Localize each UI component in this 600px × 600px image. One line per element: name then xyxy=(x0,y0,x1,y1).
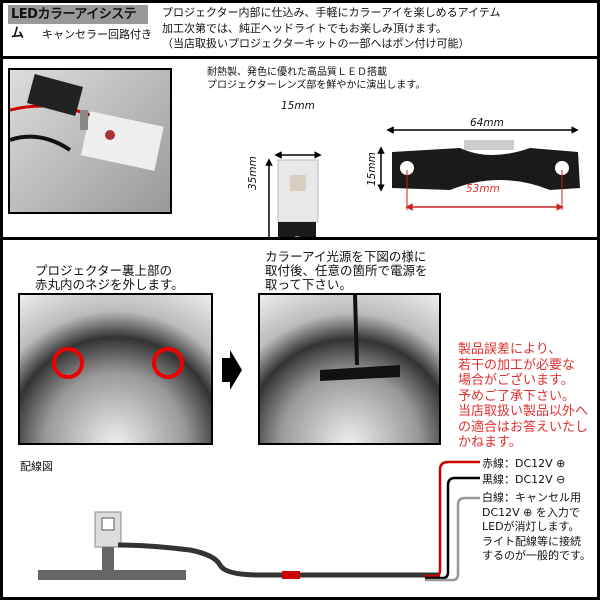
product-description: プロジェクター内部に仕込み、手軽にカラーアイを楽しめるアイテム 加工次第では、純… xyxy=(162,6,501,50)
wiring-label: 配線図 xyxy=(20,460,53,473)
dim-width-label: 15mm xyxy=(281,100,315,112)
step2-photo xyxy=(258,293,441,445)
dimension-drawing xyxy=(265,126,580,240)
dim-length-label: 64mm xyxy=(470,117,504,129)
header-divider xyxy=(0,56,600,59)
feature-text: 耐熱製、発色に優れた高品質ＬＥＤ搭載 プロジェクターレンズ部を鮮やかに演出します… xyxy=(207,67,426,91)
dim-side-height-label: 15mm xyxy=(366,152,378,186)
dim-height-label: 35mm xyxy=(247,156,259,190)
section-divider xyxy=(0,237,600,240)
black-wire-label: 黒線：DC12V ⊖ xyxy=(482,473,566,486)
wiring-diagram xyxy=(38,460,480,582)
step1-text: プロジェクター裏上部の 赤丸内のネジを外します。 xyxy=(35,263,184,292)
dim-hole-pitch-label: 53mm xyxy=(466,183,500,195)
product-title: LEDカラーアイシステム xyxy=(8,5,148,41)
step1-photo xyxy=(18,293,213,445)
led-product-photo xyxy=(8,68,172,214)
white-wire-label: 白線：キャンセル用 DC12V ⊕ を入力で LEDが消灯します。 ライト配線等… xyxy=(482,491,591,562)
red-wire-label: 赤線：DC12V ⊕ xyxy=(482,457,566,470)
arrow-right-icon xyxy=(222,350,242,390)
product-subtitle: キャンセラー回路付き xyxy=(42,28,152,41)
notice-text: 製品誤差により、 若干の加工が必要な 場合がございます。 予めご了承下さい。 当… xyxy=(458,342,589,450)
step2-text: カラーアイ光源を下図の様に 取付後、任意の箇所で電源を 取って下さい。 xyxy=(265,249,428,292)
